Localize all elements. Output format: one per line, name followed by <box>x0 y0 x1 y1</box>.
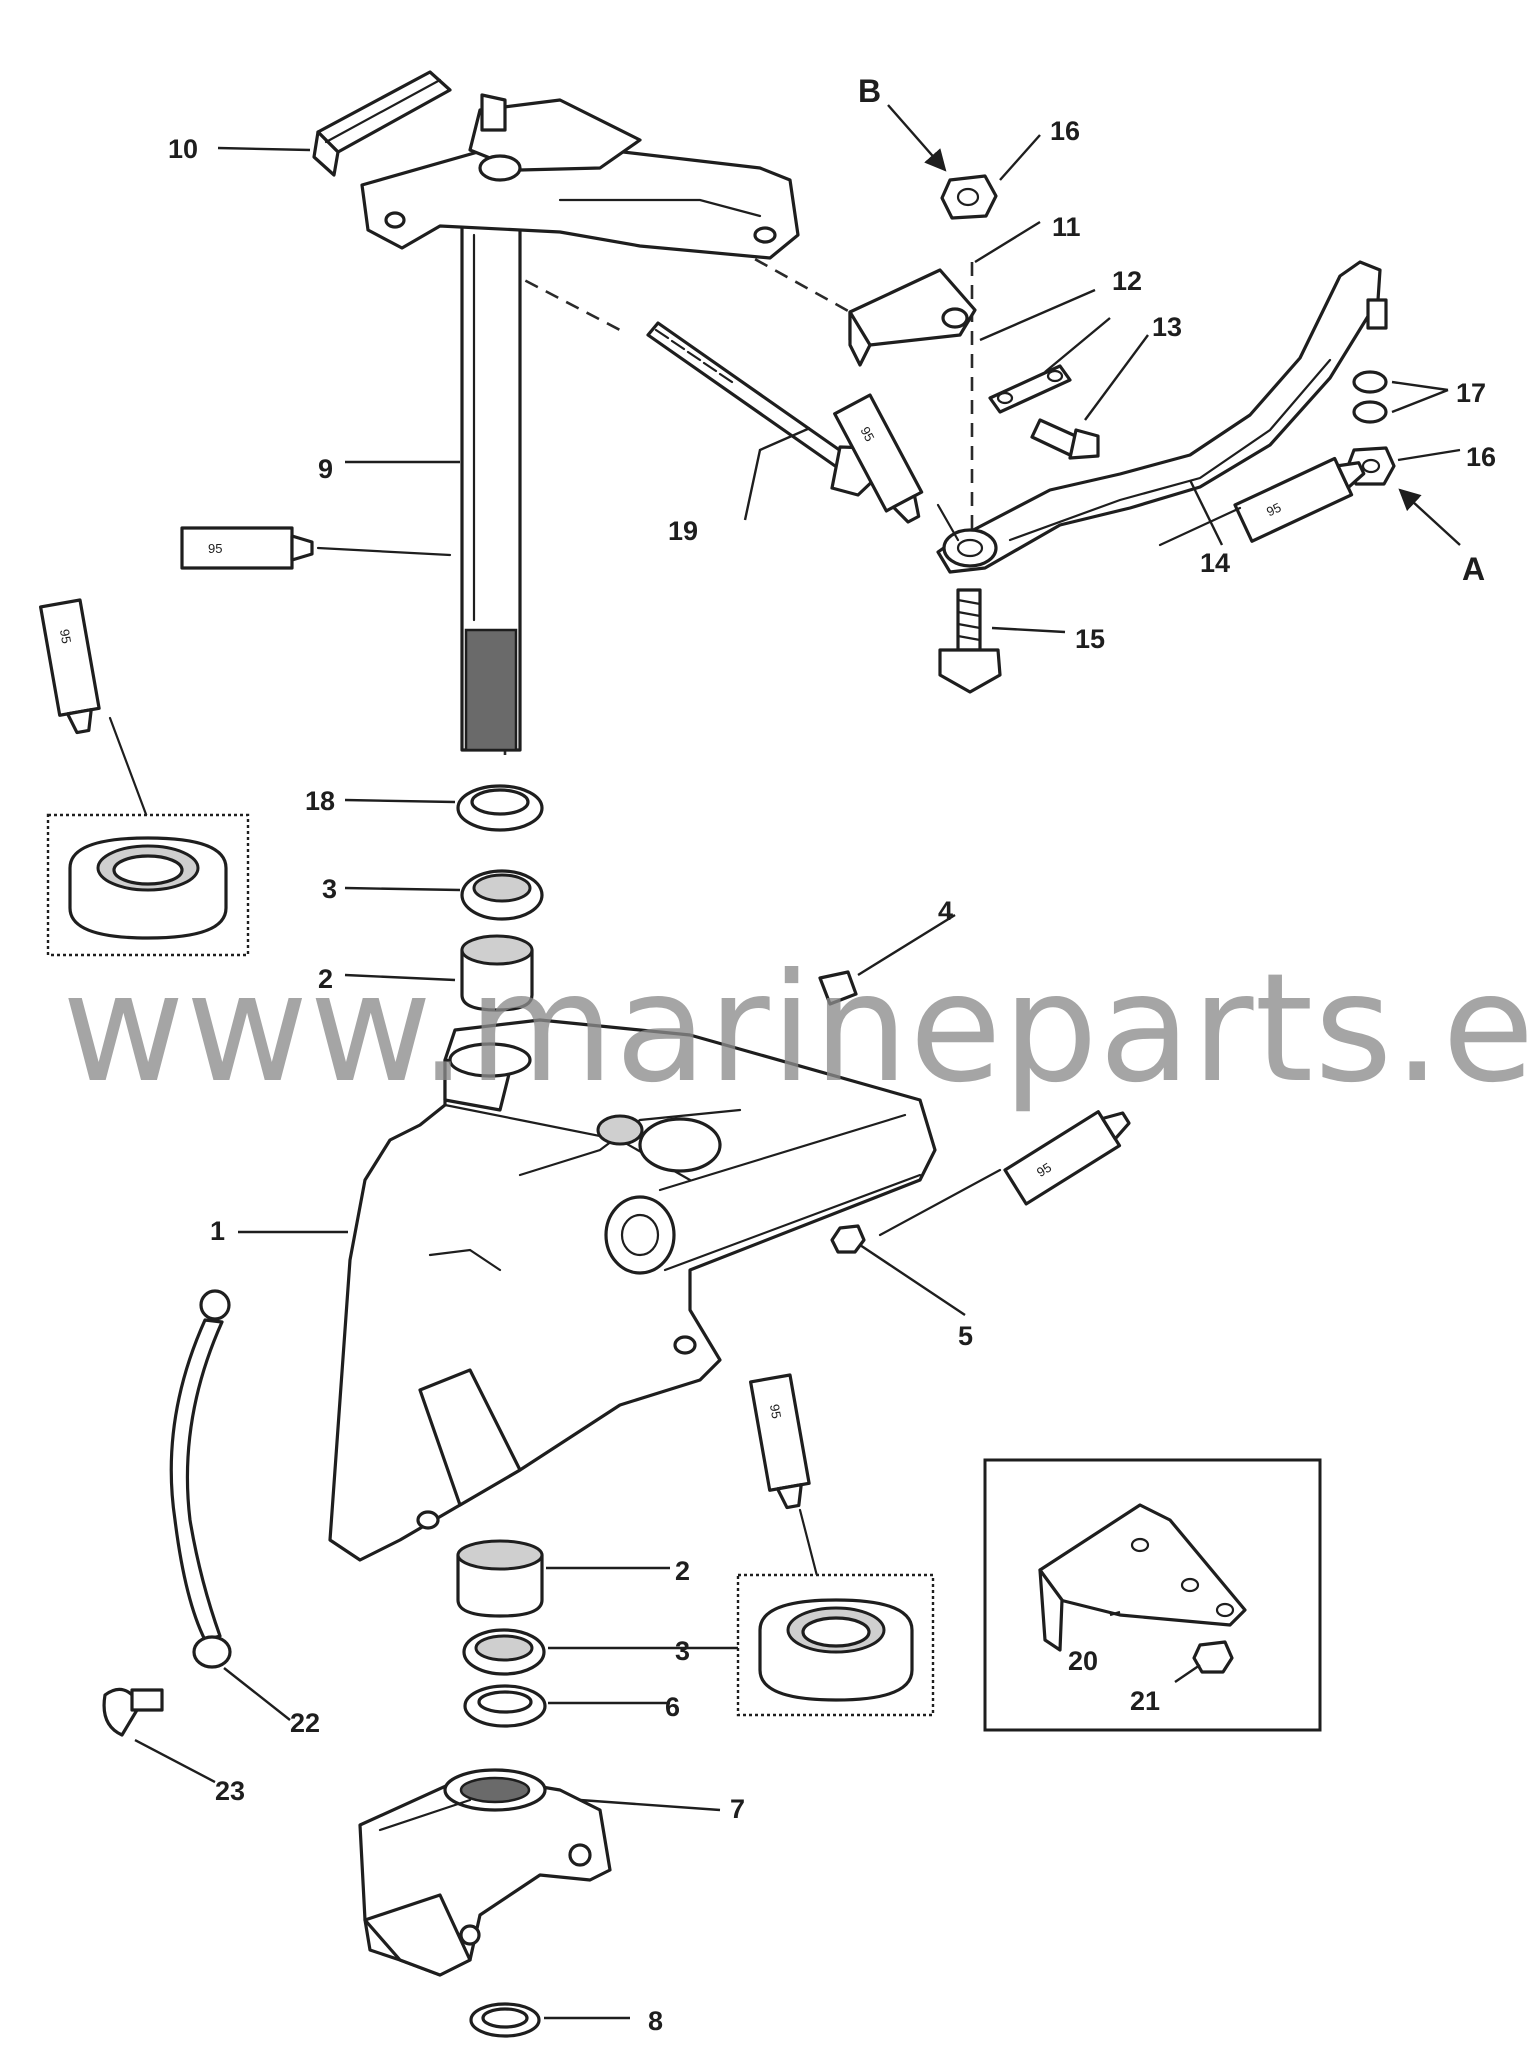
part-7-clamp <box>358 1768 612 1977</box>
part-23-screw <box>102 1687 164 1737</box>
callout-8: 8 <box>648 2006 663 2036</box>
callout-3-lower: 3 <box>675 1636 690 1666</box>
part-14-link-arm <box>936 260 1388 574</box>
splined-end <box>464 628 518 752</box>
callout-11: 11 <box>1052 212 1081 242</box>
leader-lines <box>134 134 1461 2020</box>
svg-text:95: 95 <box>857 424 877 444</box>
part-17-washers <box>1352 370 1388 424</box>
part-5-nut <box>830 1224 866 1254</box>
part-22-ground-strap <box>169 1289 232 1669</box>
callout-2-upper: 2 <box>318 964 333 994</box>
part-8-ring <box>469 2002 541 2038</box>
svg-text:95: 95 <box>1034 1160 1054 1180</box>
callout-18: 18 <box>305 786 335 816</box>
sealant-tube-4: 95 <box>39 598 101 735</box>
inset-box-20-21 <box>983 1458 1322 1732</box>
part-11-bracket <box>848 268 977 367</box>
callout-17: 17 <box>1456 378 1486 408</box>
callout-1: 1 <box>210 1216 225 1246</box>
svg-text:95: 95 <box>1264 500 1283 520</box>
callout-2-lower: 2 <box>675 1556 690 1586</box>
part-10-strip <box>312 70 452 177</box>
watermark-text: www.marineparts.eu <box>62 942 1534 1116</box>
reference-arrows <box>887 104 1461 546</box>
callout-5: 5 <box>958 1321 973 1351</box>
sealant-tube-6: 95 <box>749 1373 811 1510</box>
sealant-tube-2: 95 <box>833 393 924 524</box>
part-18-washer <box>456 784 544 832</box>
callout-15: 15 <box>1075 624 1105 654</box>
svg-text:95: 95 <box>208 541 222 556</box>
callout-23: 23 <box>215 1776 245 1806</box>
callout-9: 9 <box>318 454 333 484</box>
reference-letter-a: A <box>1462 551 1485 587</box>
callout-10: 10 <box>168 134 198 164</box>
callout-22: 22 <box>290 1708 320 1738</box>
svg-text:95: 95 <box>57 628 74 645</box>
callout-21: 21 <box>1130 1686 1160 1716</box>
part-2-bushing-upper <box>460 934 534 1012</box>
part-15-bolt <box>938 588 1002 694</box>
sealant-tube-3: 95 <box>1233 456 1366 543</box>
callout-4: 4 <box>938 896 953 926</box>
callout-20: 20 <box>1068 1646 1098 1676</box>
part-2-bushing-lower <box>456 1539 544 1618</box>
callout-16-top: 16 <box>1050 116 1080 146</box>
callout-labels: 10 16 11 12 13 17 16 9 19 14 15 18 3 2 4… <box>168 73 1496 2036</box>
callout-14: 14 <box>1200 548 1230 578</box>
seal-inset-lower <box>736 1573 935 1717</box>
part-3-bearing-upper <box>460 869 544 921</box>
part-3-bearing-lower <box>462 1628 546 1676</box>
callout-19: 19 <box>668 516 698 546</box>
callout-16-right: 16 <box>1466 442 1496 472</box>
seal-inset-left <box>46 813 250 957</box>
part-12-plate <box>988 364 1072 414</box>
callout-13: 13 <box>1152 312 1182 342</box>
part-1-swivel-bracket <box>328 1018 937 1562</box>
part-9-steering-arm <box>360 93 800 752</box>
callout-3-upper: 3 <box>322 874 337 904</box>
part-16-nut-top <box>940 174 998 220</box>
part-4-plug <box>818 970 858 1006</box>
sealant-tube-5: 95 <box>1003 1110 1131 1206</box>
part-6-washer <box>463 1684 547 1728</box>
svg-text:95: 95 <box>767 1403 784 1420</box>
part-13-screw <box>1030 418 1100 460</box>
callout-7: 7 <box>730 1794 745 1824</box>
sealant-tube-1: 95 <box>180 526 314 570</box>
callout-12: 12 <box>1112 266 1142 296</box>
callout-6: 6 <box>665 1692 680 1722</box>
reference-letter-b: B <box>858 73 881 109</box>
